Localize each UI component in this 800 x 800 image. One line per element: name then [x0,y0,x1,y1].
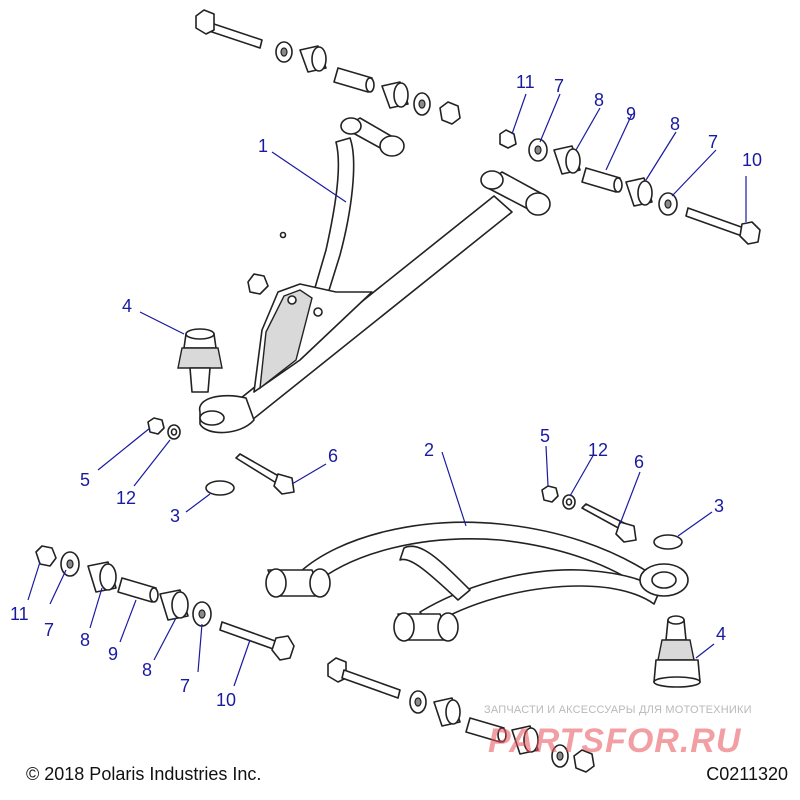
retaining-clip-upper [205,480,235,496]
washer-12-upper [167,424,181,440]
callout-3-upper: 3 [170,506,180,526]
callout-8-upper-right: 8 [670,114,680,134]
figure-code: C0211320 [706,764,788,784]
nut-5-upper [147,417,165,435]
bottom-hardware-stack [327,657,595,773]
ball-joint-upper [177,328,223,393]
bolt-6-lower [581,503,637,543]
callout-4-lower: 4 [716,624,726,644]
callout-10-lower: 10 [216,690,236,710]
callout-3-lower: 3 [714,496,724,516]
lower-a-arm [265,521,689,642]
callout-8-lower-right: 8 [142,660,152,680]
callout-8-lower-left: 8 [80,630,90,650]
callout-12-upper: 12 [116,488,136,508]
callout-9-upper: 9 [626,104,636,124]
watermark-logo-mark: PARTSFOR.RU [488,722,742,760]
callout-6-lower: 6 [634,452,644,472]
leader-lines [27,93,747,687]
callout-12-lower: 12 [588,440,608,460]
callout-6-upper: 6 [328,446,338,466]
copyright-notice: © 2018 Polaris Industries Inc. [26,764,262,784]
callout-11-lower: 11 [10,604,29,624]
callout-4-upper: 4 [122,296,132,316]
callout-8-upper-left: 8 [594,90,604,110]
callout-11-upper: 11 [516,72,535,92]
callout-7-lower-left: 7 [44,620,54,640]
watermark-caption: ЗАПЧАСТИ И АКСЕССУАРЫ ДЛЯ МОТОТЕХНИКИ [484,704,752,716]
callout-9-lower: 9 [108,644,118,664]
callout-5-upper: 5 [80,470,90,490]
svg-text:PARTSFOR.RU: PARTSFOR.RU [488,722,742,760]
callout-10-upper: 10 [742,150,762,170]
nut-5-lower [541,485,559,503]
callout-1: 1 [258,136,268,156]
upper-right-hardware-stack [499,129,761,245]
retaining-clip-lower [653,534,683,550]
callout-2: 2 [424,440,434,460]
callout-7-upper-right: 7 [708,132,718,152]
bolt-6-upper [235,453,295,495]
upper-a-arm [198,117,551,434]
top-hardware-stack [195,9,461,125]
callout-labels: 1 2 3 3 4 4 5 5 6 6 7 7 7 7 8 8 8 8 9 9 … [10,72,762,710]
callout-7-lower-right: 7 [180,676,190,696]
callout-5-lower: 5 [540,426,550,446]
watermark-logo: ЗАПЧАСТИ И АКСЕССУАРЫ ДЛЯ МОТОТЕХНИКИ PA… [484,704,784,764]
callout-7-upper-left: 7 [554,76,564,96]
ball-joint-lower [653,615,701,688]
washer-12-lower [562,494,576,510]
lower-left-hardware-stack [35,545,295,661]
